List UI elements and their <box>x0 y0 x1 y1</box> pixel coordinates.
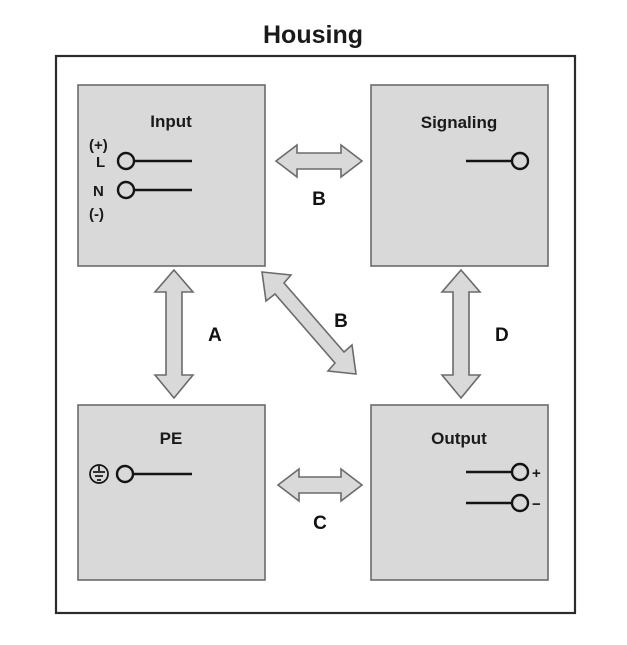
block-input-title: Input <box>150 112 192 131</box>
arrow-c-label: C <box>313 513 327 534</box>
block-output-title: Output <box>431 429 487 448</box>
arrow-b-horizontal-label: B <box>312 189 326 210</box>
block-signaling[interactable]: Signaling <box>370 84 549 267</box>
arrow-a-shape <box>153 268 195 400</box>
block-output[interactable]: Output + − <box>370 404 549 581</box>
block-input[interactable]: Input (+) L N (-) <box>77 84 266 267</box>
output-terminal-label-minus: − <box>532 496 541 513</box>
earth-ground-icon <box>89 464 109 484</box>
block-pe-title: PE <box>160 429 183 448</box>
arrow-c[interactable]: C <box>276 467 364 534</box>
arrow-c-shape <box>276 467 364 503</box>
output-terminal-circle-minus[interactable] <box>510 493 530 513</box>
arrow-d-shape <box>440 268 482 400</box>
input-terminal-circle-l[interactable] <box>116 151 136 171</box>
arrow-d-label: D <box>495 325 509 346</box>
arrow-b-diagonal-label: B <box>334 311 348 332</box>
housing-border <box>54 54 577 615</box>
diagram-title: Housing <box>263 21 363 49</box>
arrow-b-horizontal-shape <box>274 143 364 179</box>
pe-terminal-circle[interactable] <box>115 464 135 484</box>
block-pe-rect <box>77 404 266 581</box>
block-pe[interactable]: PE <box>77 404 266 581</box>
block-signaling-title: Signaling <box>421 113 498 132</box>
arrow-b-diagonal[interactable]: B <box>261 271 357 375</box>
input-terminal-label-minus: (-) <box>89 206 104 223</box>
arrow-a-label: A <box>208 325 222 346</box>
input-terminal-label-plus: (+) <box>89 137 108 154</box>
block-signaling-rect <box>370 84 549 267</box>
input-terminal-label-n: N <box>93 183 104 200</box>
input-terminal-circle-n[interactable] <box>116 180 136 200</box>
block-output-rect <box>370 404 549 581</box>
output-terminal-label-plus: + <box>532 465 541 482</box>
arrow-a[interactable]: A <box>153 268 222 400</box>
arrow-b-diagonal-shape <box>261 271 357 375</box>
signaling-terminal-circle[interactable] <box>510 151 530 171</box>
arrow-d[interactable]: D <box>440 268 509 400</box>
input-terminal-label-l: L <box>96 154 105 171</box>
output-terminal-circle-plus[interactable] <box>510 462 530 482</box>
block-input-rect <box>77 84 266 267</box>
arrow-b-horizontal[interactable]: B <box>274 143 364 210</box>
